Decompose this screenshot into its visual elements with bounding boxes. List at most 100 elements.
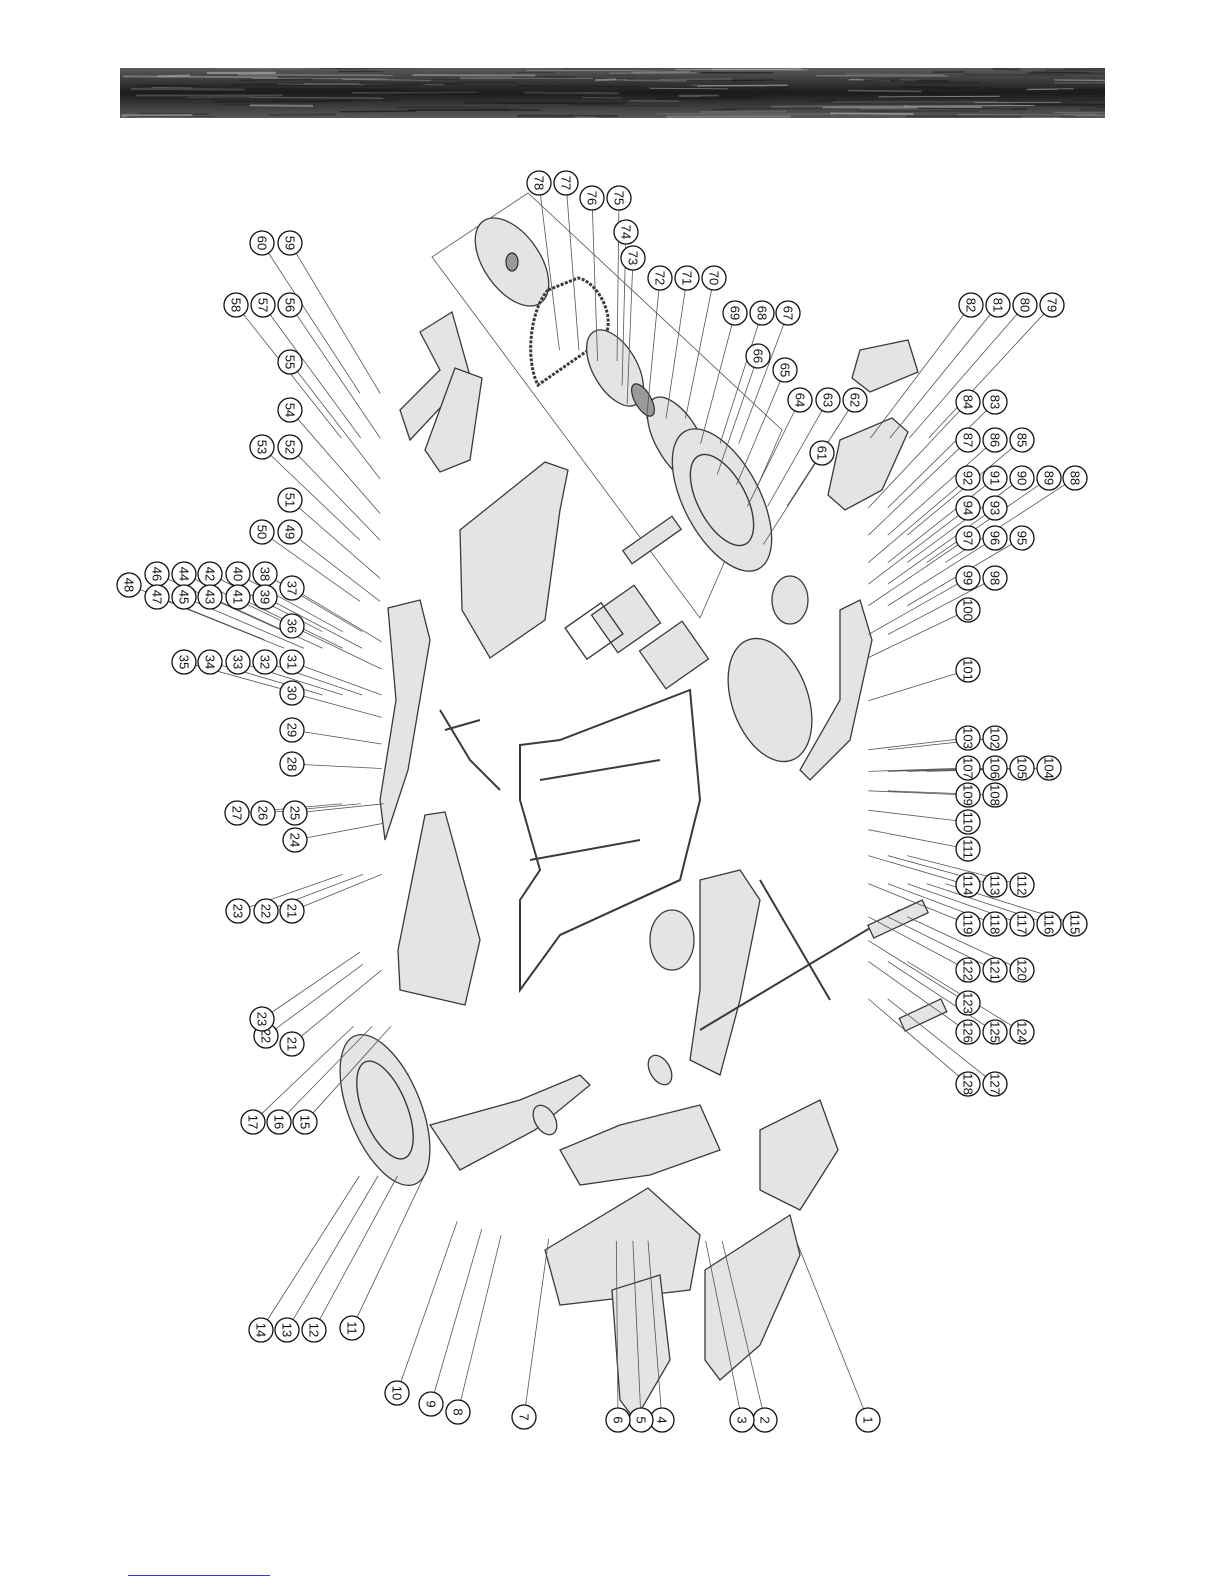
footer-link-underline[interactable]	[128, 1575, 270, 1576]
battery-1	[590, 584, 662, 654]
leader-line	[738, 324, 785, 444]
front-wheel	[339, 1033, 431, 1187]
callout-67: 67	[775, 300, 801, 326]
leader-line	[868, 855, 957, 882]
callout-34: 34	[197, 649, 223, 675]
callout-106: 106	[982, 755, 1008, 781]
callout-number: 88	[1068, 471, 1083, 485]
callout-86: 86	[982, 427, 1008, 453]
callout-number: 84	[961, 395, 976, 409]
callout-circle	[1036, 911, 1062, 937]
callout-55: 55	[277, 349, 303, 375]
rear-wheel-rim	[689, 453, 755, 547]
callout-22: 22	[253, 898, 279, 924]
callout-circle	[775, 300, 801, 326]
callout-82: 82	[958, 292, 984, 318]
rear-motor	[771, 575, 809, 625]
leader-line	[632, 1240, 641, 1409]
leader-line	[220, 601, 323, 649]
callout-number: 16	[272, 1115, 287, 1129]
callout-112: 112	[1009, 872, 1035, 898]
callout-circle	[301, 1317, 327, 1343]
callout-42: 42	[197, 561, 223, 587]
callout-66: 66	[745, 343, 771, 369]
leader-lines	[139, 194, 1066, 1410]
leader-line	[906, 447, 1014, 536]
callout-number: 37	[285, 581, 300, 595]
callout-47: 47	[144, 584, 170, 610]
callout-number: 29	[285, 723, 300, 737]
callout-35: 35	[171, 649, 197, 675]
callout-circle	[787, 387, 813, 413]
leader-line	[705, 1240, 741, 1409]
leader-line	[271, 951, 361, 1013]
callout-101: 101	[955, 657, 981, 683]
leader-line	[868, 614, 958, 658]
leader-line	[267, 1175, 360, 1321]
callout-104: 104	[1036, 755, 1062, 781]
callout-circle	[224, 800, 250, 826]
callout-circle	[279, 751, 305, 777]
callout-80: 80	[1012, 292, 1038, 318]
callout-circle	[116, 572, 142, 598]
callout-labels: 1234567891011121314151617212223212223242…	[116, 170, 1088, 1433]
rear-wheel	[671, 428, 773, 572]
callout-number: 33	[231, 655, 246, 669]
callout-circle	[955, 836, 981, 862]
leader-line	[926, 484, 1040, 563]
throttle-grip	[898, 998, 948, 1032]
callout-98: 98	[982, 565, 1008, 591]
callout-circle	[240, 1109, 266, 1135]
callout-25: 25	[282, 800, 308, 826]
leader-line	[868, 673, 957, 702]
callout-number: 111	[961, 839, 976, 859]
callout-circle	[955, 389, 981, 415]
callout-circle	[955, 1019, 981, 1045]
callout-circle	[613, 219, 639, 245]
leader-line	[302, 630, 382, 670]
callout-60: 60	[249, 230, 275, 256]
headset-bearing	[532, 1104, 558, 1136]
callout-71: 71	[674, 265, 700, 291]
callout-81: 81	[985, 292, 1011, 318]
callout-103: 103	[955, 725, 981, 751]
callout-circle	[252, 649, 278, 675]
callout-circle	[1009, 755, 1035, 781]
leader-line	[795, 1240, 864, 1410]
callout-74: 74	[613, 219, 639, 245]
callout-circle	[250, 800, 276, 826]
callout-number: 118	[988, 914, 1003, 935]
callout-circle	[772, 357, 798, 383]
callout-number: 87	[961, 433, 976, 447]
leader-line	[592, 209, 598, 361]
front-fork	[428, 1074, 591, 1171]
callout-number: 1	[861, 1416, 876, 1423]
callout-9: 9	[418, 1391, 444, 1417]
leader-line	[909, 313, 1018, 439]
callout-3: 3	[729, 1407, 755, 1433]
callout-circle	[277, 487, 303, 513]
callout-number: 67	[781, 306, 796, 320]
callout-number: 63	[821, 393, 836, 407]
callout-circle	[982, 755, 1008, 781]
callout-circle	[197, 584, 223, 610]
callout-77: 77	[553, 170, 579, 196]
callout-30: 30	[279, 680, 305, 706]
callout-circle	[1009, 911, 1035, 937]
rear-hub-center	[505, 252, 519, 272]
callout-number: 21	[285, 904, 300, 918]
callout-number: 28	[285, 757, 300, 771]
callout-102: 102	[982, 725, 1008, 751]
callout-40: 40	[225, 561, 251, 587]
callout-126: 126	[955, 1019, 981, 1045]
callout-number: 121	[988, 959, 1003, 981]
callout-circle	[445, 1399, 471, 1425]
callout-94: 94	[955, 495, 981, 521]
header-banner	[120, 68, 1105, 118]
callout-number: 43	[203, 590, 218, 604]
callout-8: 8	[445, 1399, 471, 1425]
leader-line	[194, 601, 304, 649]
callout-circle	[982, 495, 1008, 521]
mudguard	[611, 1274, 671, 1422]
callout-circle	[982, 465, 1008, 491]
